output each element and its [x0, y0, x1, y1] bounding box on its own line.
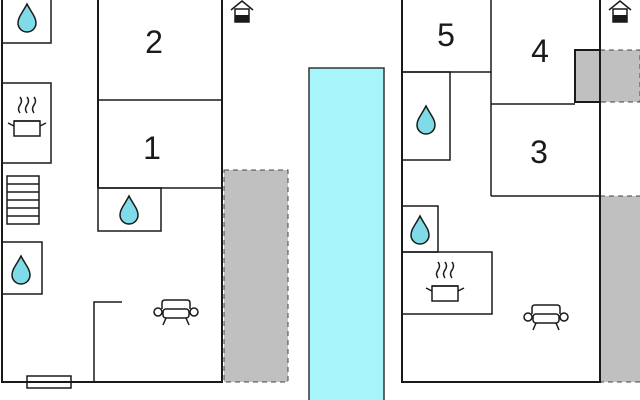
- room-number-1: 1: [143, 130, 161, 166]
- bathroom-icon: [416, 105, 436, 135]
- bathroom-icon: [119, 195, 139, 225]
- kitchen-right: [401, 251, 493, 315]
- unit-left: 2 1: [1, 0, 254, 389]
- bathroom-icon: [11, 255, 31, 285]
- sofa-icon: [153, 299, 199, 326]
- room-number-2: 2: [145, 24, 163, 60]
- balcony-room-4: [574, 49, 601, 103]
- kitchen-icon: [425, 261, 465, 302]
- bathroom-icon: [410, 215, 430, 245]
- room-number-4: 4: [531, 33, 549, 69]
- bathroom-icon: [17, 3, 37, 33]
- room-number-3: 3: [530, 134, 548, 170]
- house-icon: [230, 0, 254, 23]
- kitchen-icon: [7, 96, 47, 137]
- stairs-icon: [6, 175, 40, 225]
- balcony-room-4-outer: [599, 49, 640, 103]
- bathroom-right-top: [401, 71, 451, 161]
- swimming-pool: [308, 67, 385, 400]
- bathroom-left-bottom: [1, 241, 43, 295]
- sofa-icon: [523, 304, 569, 331]
- unit-right: 5 4 3: [401, 0, 632, 383]
- room-number-5: 5: [437, 17, 455, 53]
- window-icon: [26, 375, 72, 389]
- terrace-right: [599, 195, 640, 383]
- kitchen-left: [1, 82, 52, 164]
- terrace-left: [223, 169, 289, 383]
- bathroom-left-top: [1, 0, 52, 44]
- house-icon: [608, 0, 632, 23]
- bathroom-left-mid: [97, 187, 162, 232]
